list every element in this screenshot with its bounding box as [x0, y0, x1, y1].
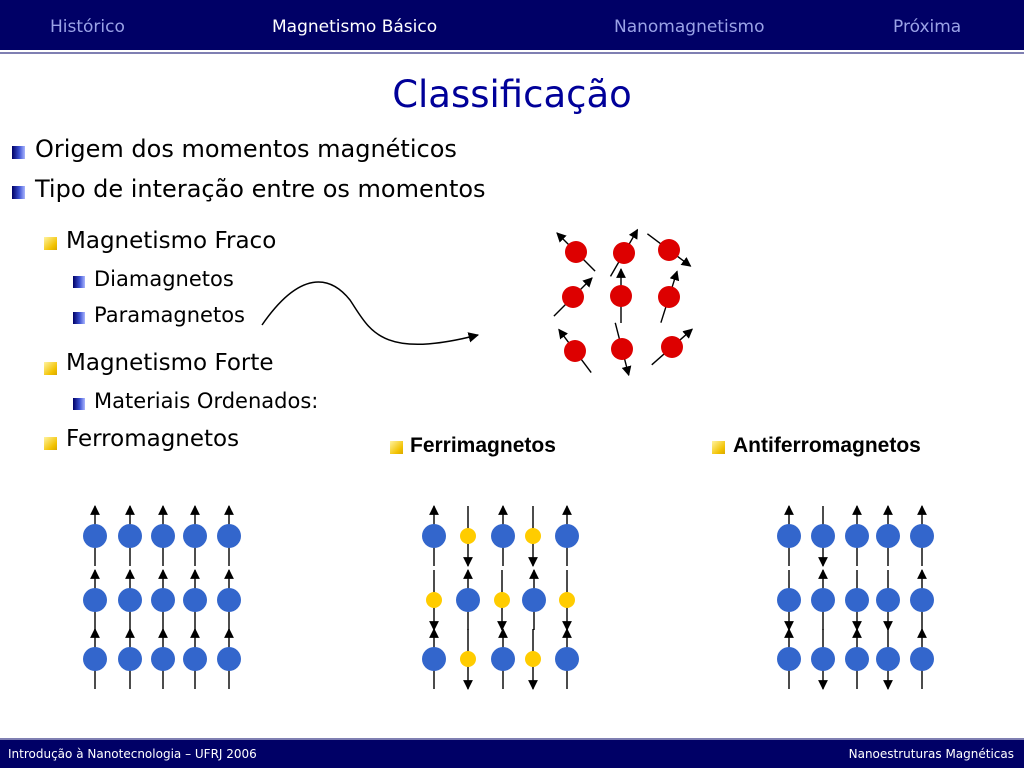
bullet-diamagnetos: Diamagnetos	[94, 267, 234, 291]
atom-large	[183, 588, 207, 612]
atom-small	[525, 528, 541, 544]
top-navigation-bar: Histórico Magnetismo Básico Nanomagnetis…	[0, 0, 1024, 56]
header-rule-inner	[0, 52, 1024, 54]
atom-large	[151, 647, 175, 671]
atom-large	[876, 647, 900, 671]
atom-large	[422, 647, 446, 671]
atom-large	[491, 524, 515, 548]
bullet-antiferromagnetos: Antiferromagnetos	[733, 434, 921, 457]
atom-large	[845, 647, 869, 671]
bullet-marker	[73, 312, 85, 324]
bullet-marker	[73, 398, 85, 410]
bullet-marker	[44, 237, 57, 250]
atom-large	[83, 524, 107, 548]
nav-item-nanomagnetismo[interactable]: Nanomagnetismo	[614, 17, 765, 37]
footer-topic: Nanoestruturas Magnéticas	[848, 747, 1014, 761]
atom-large	[811, 647, 835, 671]
atom-large	[422, 524, 446, 548]
slide-title: Classificação	[392, 73, 632, 116]
atom-small	[460, 528, 476, 544]
footer-bar: Introdução à Nanotecnologia – UFRJ 2006 …	[0, 738, 1024, 768]
atom-large	[118, 588, 142, 612]
atom-large	[183, 524, 207, 548]
atom-large	[777, 524, 801, 548]
bullet-tipo: Tipo de interação entre os momentos	[35, 175, 486, 203]
atom-large	[845, 524, 869, 548]
atom-large	[118, 647, 142, 671]
bullet-ferrimagnetos: Ferrimagnetos	[410, 434, 556, 457]
bullet-origem: Origem dos momentos magnéticos	[35, 135, 457, 163]
bullet-materiais-ordenados: Materiais Ordenados:	[94, 389, 319, 413]
nav-item-magnetismo-basico[interactable]: Magnetismo Básico	[272, 17, 438, 37]
atom-large	[151, 588, 175, 612]
bullet-magnetismo-fraco: Magnetismo Fraco	[66, 228, 277, 254]
atom-large	[910, 524, 934, 548]
atom-large	[777, 647, 801, 671]
bullet-paramagnetos: Paramagnetos	[94, 303, 245, 327]
atom-large	[811, 524, 835, 548]
paramagnetic-atom	[661, 336, 683, 358]
bullet-marker	[390, 441, 403, 454]
pointer-arrow	[261, 281, 480, 345]
atom-small	[460, 651, 476, 667]
atom-large	[555, 647, 579, 671]
atom-large	[811, 588, 835, 612]
bullet-magnetismo-forte: Magnetismo Forte	[66, 350, 274, 376]
atom-large	[491, 647, 515, 671]
bullet-ferromagnetos: Ferromagnetos	[66, 426, 240, 452]
paramagnetic-atom	[610, 285, 632, 307]
paramagnetic-atom	[658, 239, 680, 261]
atom-small	[525, 651, 541, 667]
nav-item-proxima[interactable]: Próxima	[893, 17, 962, 37]
bullet-marker	[12, 186, 25, 199]
atom-large	[456, 588, 480, 612]
atom-large	[876, 524, 900, 548]
atom-large	[876, 588, 900, 612]
paramagnetic-atom	[611, 338, 633, 360]
atom-small	[426, 592, 442, 608]
atom-large	[522, 588, 546, 612]
atom-large	[777, 588, 801, 612]
atom-large	[555, 524, 579, 548]
bullet-marker	[712, 441, 725, 454]
bullet-marker	[44, 437, 57, 450]
nav-item-historico[interactable]: Histórico	[50, 17, 125, 37]
atom-large	[845, 588, 869, 612]
paramagnetic-atom	[564, 340, 586, 362]
atom-large	[217, 524, 241, 548]
paramagnetic-atom	[562, 286, 584, 308]
atom-large	[217, 588, 241, 612]
atom-large	[83, 647, 107, 671]
bullet-marker	[73, 276, 85, 288]
paramagnetic-atom	[658, 286, 680, 308]
atom-large	[217, 647, 241, 671]
atom-large	[151, 524, 175, 548]
atom-large	[118, 524, 142, 548]
footer-course: Introdução à Nanotecnologia – UFRJ 2006	[8, 747, 257, 761]
bullet-marker	[12, 146, 25, 159]
atom-large	[183, 647, 207, 671]
footer-rule	[0, 738, 1024, 740]
paramagnetic-atom	[613, 242, 635, 264]
atom-small	[494, 592, 510, 608]
atom-small	[559, 592, 575, 608]
bullet-marker	[44, 362, 57, 375]
paramagnetic-atom	[565, 241, 587, 263]
atom-large	[83, 588, 107, 612]
atom-large	[910, 588, 934, 612]
atom-large	[910, 647, 934, 671]
